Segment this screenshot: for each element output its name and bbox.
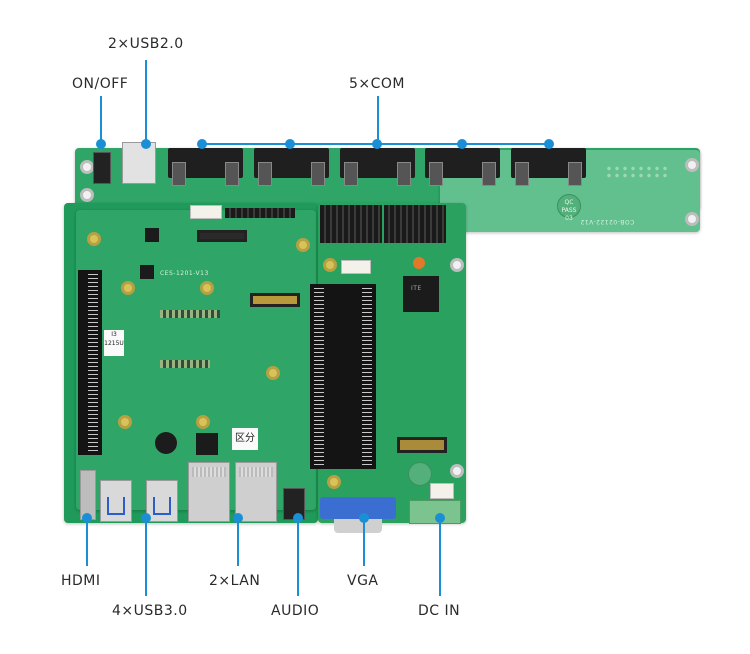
mounting-hole: [118, 415, 132, 429]
callout-line-audio: [297, 518, 299, 596]
mounting-hole: [196, 415, 210, 429]
callout-line-lan: [237, 518, 239, 566]
white-connector: [430, 483, 454, 499]
callout-label-dcin: DC IN: [418, 603, 461, 619]
pin-header: [225, 208, 295, 218]
ite-chip: [403, 276, 439, 312]
chip: [196, 433, 218, 455]
mounting-hole: [296, 238, 310, 252]
mounting-hole: [266, 366, 280, 380]
callout-label-audio: AUDIO: [271, 603, 320, 619]
com-port-4[interactable]: [425, 148, 500, 186]
callout-dot-usb20: [141, 139, 151, 149]
lan-port-2[interactable]: [235, 462, 277, 522]
com-port-3[interactable]: [340, 148, 415, 186]
callout-line-hdmi: [86, 518, 88, 566]
power-switch[interactable]: [93, 152, 111, 184]
com-port-5[interactable]: [511, 148, 586, 186]
pin-header-grid: [605, 165, 671, 179]
so-dimm-slot: [78, 270, 102, 455]
mounting-hole: [450, 258, 464, 272]
white-connector: [341, 260, 371, 274]
lan-port-1[interactable]: [188, 462, 230, 522]
mounting-hole: [323, 258, 337, 272]
callout-dot-onoff: [96, 139, 106, 149]
m2-slot-1: [197, 230, 247, 242]
components: [160, 310, 220, 318]
callout-label-lan: 2×LAN: [209, 573, 261, 589]
callout-dot-com-2: [285, 139, 295, 149]
mounting-hole: [327, 475, 341, 489]
qc-pass-badge-2: [408, 462, 432, 486]
qc-sticker: 区分: [232, 428, 258, 450]
mounting-hole: [80, 160, 94, 174]
mounting-hole: [87, 232, 101, 246]
callout-label-hdmi: HDMI: [61, 573, 101, 589]
white-connector: [190, 205, 222, 219]
callout-line-vga: [363, 518, 365, 566]
orange-capacitor: [413, 257, 425, 269]
mounting-hole: [200, 281, 214, 295]
callout-line-onoff: [100, 96, 102, 144]
vga-port[interactable]: [320, 497, 396, 533]
callout-label-usb30: 4×USB3.0: [112, 603, 188, 619]
cpu-model-sticker: I3 1215U: [104, 330, 124, 356]
qc-pass-badge: QC PASS 03: [557, 194, 581, 222]
board-to-board-connector-2: [384, 205, 446, 243]
com-port-2[interactable]: [254, 148, 329, 186]
callout-dot-com-5: [544, 139, 554, 149]
callout-label-com: 5×COM: [349, 76, 406, 92]
chip-logo: ITE: [411, 285, 422, 292]
mounting-hole: [80, 188, 94, 202]
mounting-hole: [685, 158, 699, 172]
mounting-hole: [685, 212, 699, 226]
callout-label-onoff: ON/OFF: [72, 76, 129, 92]
callout-line-usb30: [145, 518, 147, 596]
usb3-port-stack-1[interactable]: [100, 480, 132, 522]
callout-label-vga: VGA: [347, 573, 379, 589]
callout-line-usb20: [145, 60, 147, 144]
callout-dot-com-3: [372, 139, 382, 149]
chip: [145, 228, 159, 242]
usb3-port-stack-2[interactable]: [146, 480, 178, 522]
chip: [140, 265, 154, 279]
com-port-1[interactable]: [168, 148, 243, 186]
callout-label-usb20: 2×USB2.0: [108, 36, 184, 52]
dc-in-terminal[interactable]: [409, 500, 461, 524]
pcie-slot: [310, 284, 376, 469]
board-to-board-connector-1: [320, 205, 382, 243]
callout-line-com: [377, 96, 379, 144]
callout-dot-com-1: [197, 139, 207, 149]
callout-line-dcin: [439, 518, 441, 596]
buzzer: [155, 432, 177, 454]
mounting-hole: [450, 464, 464, 478]
m2-slot-2: [250, 293, 300, 307]
main-part-number: CES-1201-V13: [160, 270, 209, 277]
callout-dot-com-4: [457, 139, 467, 149]
riser-part-number: COB-02122-V12: [580, 218, 635, 225]
components: [160, 360, 210, 368]
fpc-connector: [397, 437, 447, 453]
usb2-port-stack[interactable]: [122, 142, 156, 184]
mounting-hole: [121, 281, 135, 295]
